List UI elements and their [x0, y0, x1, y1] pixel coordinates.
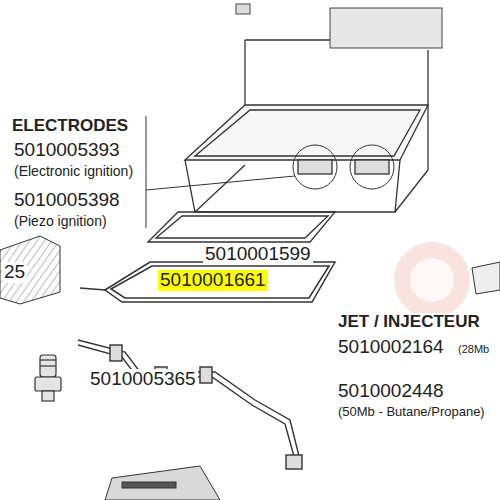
electrode-circle: [350, 145, 394, 189]
part-number: 5010002164: [336, 337, 446, 358]
part-number: 5010001599: [203, 244, 313, 265]
leader-line: [146, 116, 295, 228]
part-number: 25: [2, 262, 27, 283]
burner-tube: [80, 262, 335, 302]
part-number: 5010001661: [158, 270, 268, 291]
part-note: (50Mb - Butane/Propane): [336, 405, 487, 419]
housing-part: [472, 262, 500, 294]
electrode-circle: [293, 145, 337, 189]
part-note: (Piezo ignition): [12, 214, 109, 229]
valve: [35, 355, 61, 401]
gasket: [148, 212, 335, 242]
part-number: 5010002448: [336, 381, 446, 402]
watermark-logo: [394, 242, 470, 318]
burner-tray: [185, 40, 428, 212]
part-number: 5010005393: [12, 140, 122, 161]
section-heading: ELECTRODES: [10, 117, 130, 136]
grill-plate: [0, 236, 60, 304]
base-plate: [105, 466, 220, 500]
back-plate: [330, 8, 442, 48]
gas-pipe: [78, 340, 302, 469]
part-note: (28Mb: [456, 343, 491, 355]
part-number: 5010005365: [88, 369, 198, 390]
section-heading: JET / INJECTEUR: [336, 313, 482, 332]
part-note: (Electronic ignition): [12, 164, 135, 179]
part-number: 5010005398: [12, 190, 122, 211]
